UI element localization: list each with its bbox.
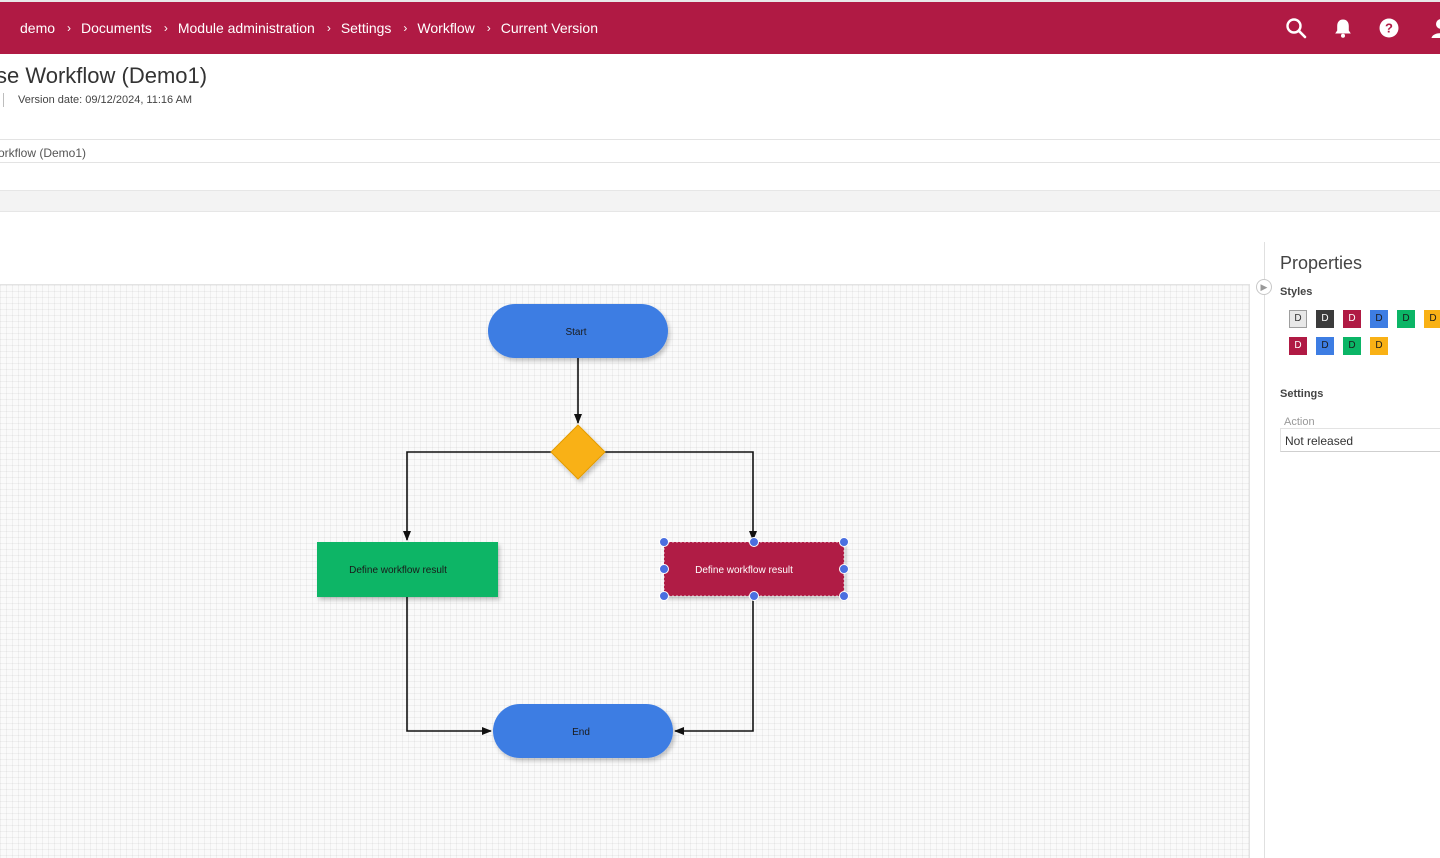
breadcrumb-item-workflow[interactable]: Workflow: [417, 20, 475, 36]
resize-handle[interactable]: [839, 537, 849, 547]
styles-label: Styles: [1280, 286, 1313, 298]
process-node-left[interactable]: Define workflow result: [317, 542, 498, 597]
end-node-label: End: [572, 727, 590, 738]
breadcrumb-separator: ›: [67, 21, 72, 35]
edge-decision-to-right[interactable]: [605, 451, 757, 541]
process-node-right-shape[interactable]: [664, 542, 844, 596]
process-node-right[interactable]: Define workflow result: [659, 537, 849, 601]
edge-left-to-end[interactable]: [406, 597, 492, 735]
breadcrumb-item-documents[interactable]: Documents: [81, 20, 152, 36]
breadcrumb: demo › Documents › Module administration…: [20, 2, 598, 54]
style-swatch[interactable]: D: [1397, 310, 1415, 328]
resize-handle[interactable]: [749, 591, 759, 601]
action-field[interactable]: Not released: [1280, 428, 1440, 452]
settings-label: Settings: [1280, 388, 1324, 400]
divider: [3, 93, 4, 107]
resize-handle[interactable]: [839, 564, 849, 574]
start-node-shape[interactable]: [488, 304, 668, 358]
breadcrumb-separator: ›: [486, 21, 491, 35]
page-title: se Workflow (Demo1): [0, 63, 208, 88]
resize-handle[interactable]: [659, 537, 669, 547]
process-node-right-label: Define workflow result: [695, 565, 793, 576]
svg-text:?: ?: [1385, 21, 1393, 36]
user-icon[interactable]: [1430, 17, 1440, 39]
breadcrumb-item-settings[interactable]: Settings: [340, 20, 392, 36]
process-node-left-label: Define workflow result: [349, 565, 447, 576]
style-swatch[interactable]: D: [1343, 310, 1361, 328]
edge-decision-to-left[interactable]: [403, 451, 552, 541]
breadcrumb-separator: ›: [163, 21, 168, 35]
end-node[interactable]: End: [493, 704, 673, 758]
top-navigation-bar: demo › Documents › Module administration…: [0, 0, 1440, 54]
breadcrumb-separator: ›: [403, 21, 408, 35]
breadcrumb-item-module-administration[interactable]: Module administration: [177, 20, 315, 36]
divider: [0, 139, 1440, 140]
version-date: Version date: 09/12/2024, 11:16 AM: [18, 94, 193, 106]
resize-handle[interactable]: [839, 591, 849, 601]
toolbar-band: [0, 190, 1440, 212]
help-icon[interactable]: ?: [1378, 17, 1400, 39]
search-icon[interactable]: [1285, 17, 1307, 39]
end-node-shape[interactable]: [493, 704, 673, 758]
style-swatch[interactable]: D: [1370, 337, 1388, 355]
start-node[interactable]: Start: [488, 304, 668, 358]
start-node-label: Start: [565, 327, 586, 338]
properties-panel-border: [1264, 242, 1265, 858]
divider: [0, 162, 1440, 163]
resize-handle[interactable]: [659, 591, 669, 601]
style-swatch[interactable]: D: [1289, 310, 1307, 328]
diagram-canvas[interactable]: Start Define workflow result Define work…: [0, 284, 1250, 858]
edge-right-to-end[interactable]: [674, 597, 754, 735]
style-swatch[interactable]: D: [1370, 310, 1388, 328]
breadcrumb-separator: ›: [326, 21, 331, 35]
resize-handle[interactable]: [749, 537, 759, 547]
resize-handle[interactable]: [659, 564, 669, 574]
style-swatch[interactable]: D: [1316, 337, 1334, 355]
collapse-panel-button[interactable]: ▶: [1256, 279, 1272, 295]
style-swatch[interactable]: D: [1289, 337, 1307, 355]
style-swatch[interactable]: D: [1424, 310, 1440, 328]
workflow-diagram[interactable]: Start Define workflow result Define work…: [0, 285, 1250, 858]
decision-node[interactable]: [550, 424, 606, 480]
style-swatch[interactable]: D: [1316, 310, 1334, 328]
workflow-name-label: orkflow (Demo1): [0, 146, 87, 160]
breadcrumb-item-current-version[interactable]: Current Version: [500, 20, 598, 36]
properties-title: Properties: [1280, 253, 1363, 273]
bell-icon[interactable]: [1332, 17, 1354, 39]
action-field-label: Action: [1284, 416, 1315, 428]
process-node-left-shape[interactable]: [317, 542, 498, 597]
style-swatch[interactable]: D: [1343, 337, 1361, 355]
breadcrumb-item-demo[interactable]: demo: [20, 20, 56, 36]
